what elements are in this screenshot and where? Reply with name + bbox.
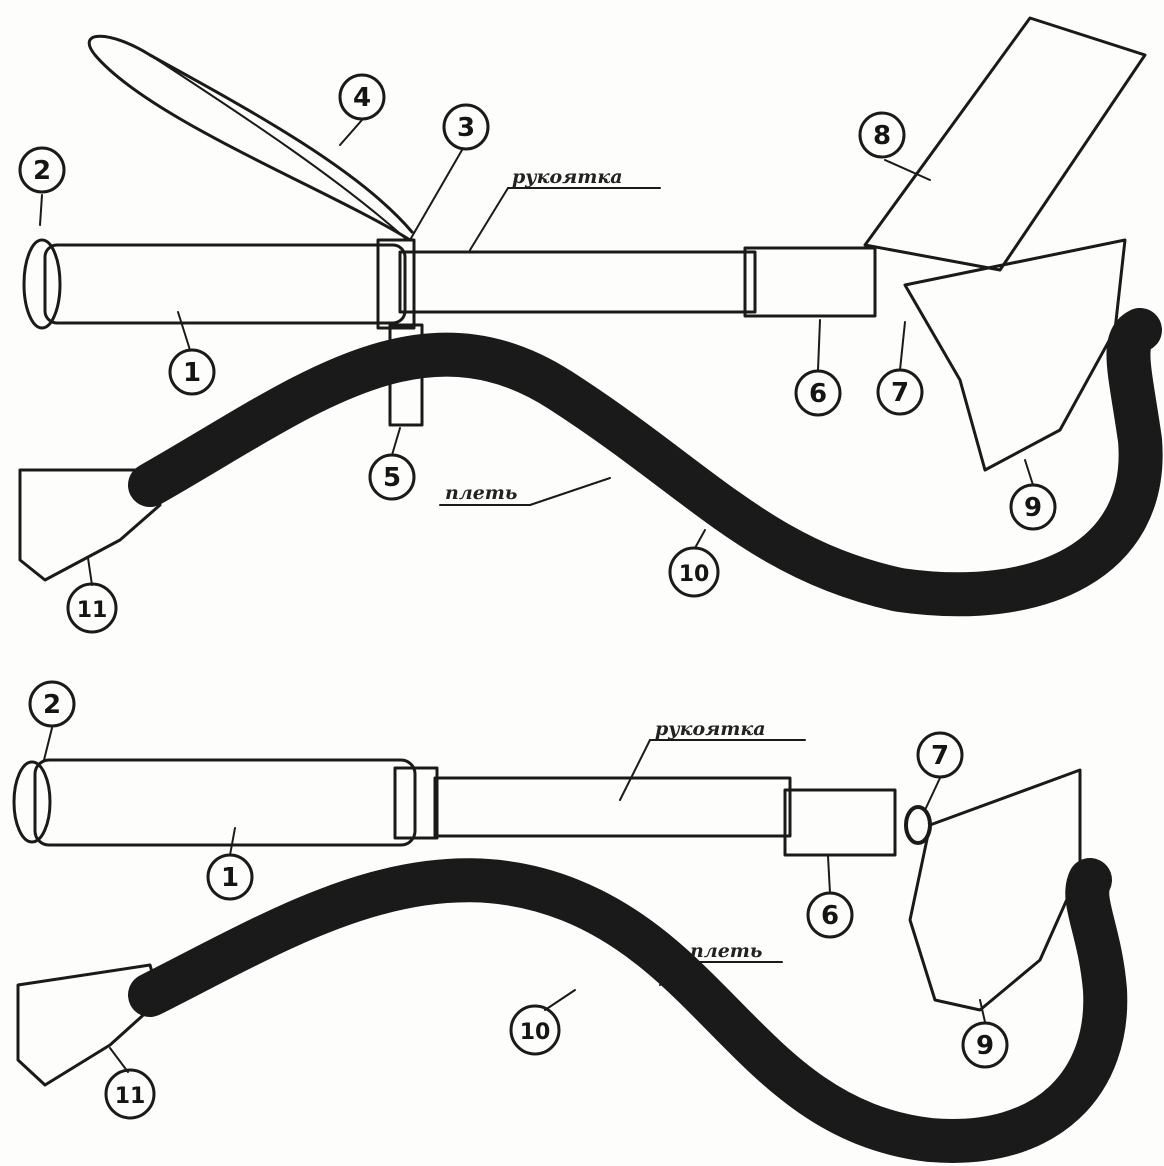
bottom-whip-figure [14,760,1105,1141]
callout-number: 9 [1024,493,1042,523]
top-callout-1: 1 [170,350,214,394]
top-callout-2: 2 [20,148,64,192]
top-callout-10: 10 [670,548,718,596]
callout-number: 6 [821,901,839,931]
bottom-callout-9: 9 [963,1023,1007,1067]
top-handle-shaft [400,252,755,312]
bottom-handle-shaft [435,778,790,836]
bottom-handle-cap [14,762,50,842]
bottom-callout-11: 11 [106,1070,154,1118]
bottom-callout-7: 7 [918,733,962,777]
callout-number: 7 [931,741,949,771]
bottom-callout-1: 1 [208,855,252,899]
top-wrist-loop [89,36,412,240]
callout-number: 11 [115,1084,146,1109]
top-label-lash: плеть [445,482,517,504]
bottom-label-handle: рукоятка [655,718,766,740]
bottom-callout-6: 6 [808,893,852,937]
top-callout-5: 5 [370,455,414,499]
callout-number: 1 [221,863,239,893]
callout-number: 7 [891,378,909,408]
top-callout-7: 7 [878,370,922,414]
top-callout-8: 8 [860,113,904,157]
top-tassel [905,240,1125,470]
callout-number: 5 [383,463,401,493]
bottom-handle-grip [35,760,415,845]
top-label-handle: рукоятка [512,166,623,188]
top-callout-3: 3 [444,105,488,149]
callout-number: 10 [520,1020,551,1045]
callout-number: 3 [457,113,475,143]
callout-number: 1 [183,358,201,388]
top-handle-cap [24,240,60,328]
top-cuff-8 [865,18,1145,270]
top-handle-band [745,248,875,316]
callout-number: 2 [43,690,61,720]
top-callout-6: 6 [796,371,840,415]
top-callout-4: 4 [340,75,384,119]
callout-number: 6 [809,379,827,409]
callout-number: 4 [353,83,371,113]
bottom-tassel [910,770,1080,1010]
callout-number: 10 [679,562,710,587]
top-whip-figure [20,18,1145,594]
bottom-callout-10: 10 [511,1006,559,1054]
top-callout-9: 9 [1011,485,1055,529]
bottom-handle-ferrule [785,790,895,855]
callout-number: 2 [33,156,51,186]
bottom-label-lash: плеть [690,940,762,962]
callout-number: 8 [873,121,891,151]
bottom-callout-2: 2 [30,682,74,726]
callout-number: 11 [77,598,108,623]
callout-number: 9 [976,1031,994,1061]
top-callout-11: 11 [68,584,116,632]
top-handle-grip [45,245,405,323]
